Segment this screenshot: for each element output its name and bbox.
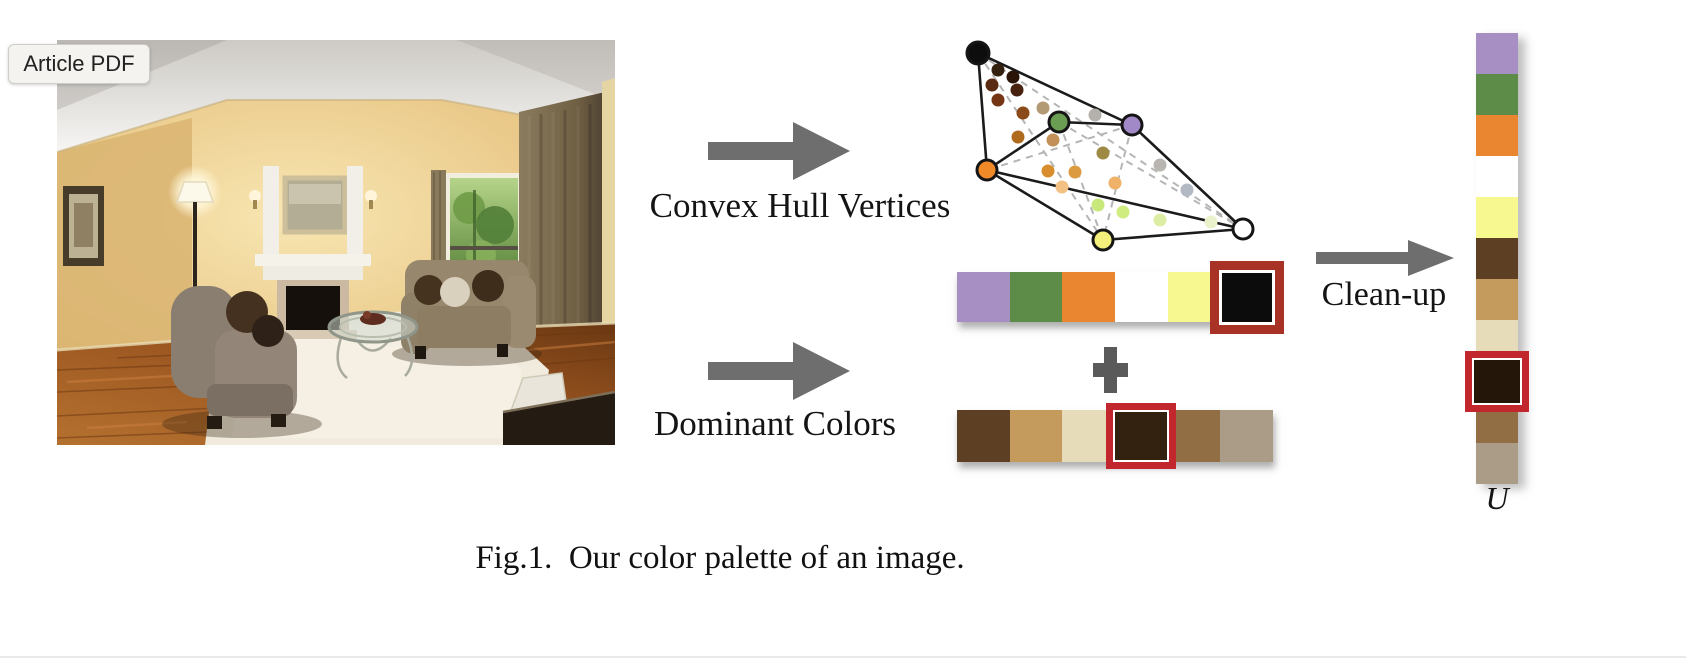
color-data-point [991,93,1005,107]
color-swatch [1476,279,1518,320]
highlighted-swatch [1209,260,1284,334]
color-swatch [1009,272,1063,322]
color-swatch [1476,156,1518,197]
color-data-point [1010,83,1024,97]
color-swatch [1220,410,1274,462]
arrow-right-icon [708,342,850,400]
hull-dashed-edge [1058,121,1244,230]
hull-edge [976,52,989,171]
final-palette-strip [1465,33,1529,484]
hull-edge [986,120,1060,172]
color-data-point [1036,101,1050,115]
color-data-point [1016,106,1030,120]
u-label: U [1485,480,1509,516]
convex-hull-vertices-label: Convex Hull Vertices [649,186,951,225]
hull-edge [1058,120,1133,127]
color-data-point [1153,213,1167,227]
color-data-point [1041,164,1055,178]
hull-dashed-edge [1058,121,1104,241]
color-swatch [1115,272,1168,322]
color-swatch [1062,410,1116,462]
cleanup-arrow-icon [1316,240,1454,276]
color-data-point [1068,165,1082,179]
color-swatch [957,272,1010,322]
color-swatch [1476,443,1518,484]
hull-edge [1102,227,1244,242]
color-swatch [1009,410,1063,462]
color-data-point [1108,176,1122,190]
highlighted-swatch [1465,351,1529,412]
cleanup-label: Clean-up [1321,276,1447,313]
color-swatch [1476,74,1518,115]
hull-vertex-purple [1120,113,1144,137]
color-swatch [1167,410,1221,462]
page-divider [0,656,1686,658]
color-swatch [1476,115,1518,156]
color-data-point [1116,205,1130,219]
article-pdf-button[interactable]: Article PDF [8,44,150,84]
hull-edge [986,168,1104,242]
color-swatch [1476,238,1518,279]
color-swatch [957,410,1010,462]
dominant-palette-strip [957,403,1274,469]
hull-edge [1131,124,1244,230]
color-swatch [1476,33,1518,74]
hull-vertex-yellow [1091,228,1115,252]
color-data-point [1055,180,1069,194]
hull-edge [977,51,1133,127]
hull-vertex-green [1047,110,1071,134]
color-data-point [1180,183,1194,197]
color-data-point [1046,133,1060,147]
hull-edge [986,168,1244,231]
color-data-point [991,63,1005,77]
hull-dashed-edge [977,52,1104,241]
hull-vertex-black [965,40,991,66]
highlighted-swatch [1106,403,1177,469]
convex-hull-diagram [965,40,1255,252]
color-data-point [1096,146,1110,160]
color-data-point [1153,158,1167,172]
hull-palette-strip [957,260,1284,334]
dominant-colors-label: Dominant Colors [653,404,897,443]
hull-vertex-white [1231,217,1255,241]
hull-dashed-edge [1102,124,1133,241]
arrow-right-icon [708,122,850,180]
hull-dashed-edge [977,52,1244,230]
color-data-point [1088,108,1102,122]
color-data-point [1091,198,1105,212]
figure-caption: Fig.1. Our color palette of an image. [475,540,965,576]
living-room-photo[interactable] [57,40,615,445]
color-data-point [1011,130,1025,144]
color-swatch [1062,272,1116,322]
plus-icon [1093,347,1128,393]
color-data-point [1204,215,1218,229]
color-data-point [985,78,999,92]
color-data-point [1006,70,1020,84]
color-swatch [1476,197,1518,238]
hull-vertex-orange [975,158,999,182]
